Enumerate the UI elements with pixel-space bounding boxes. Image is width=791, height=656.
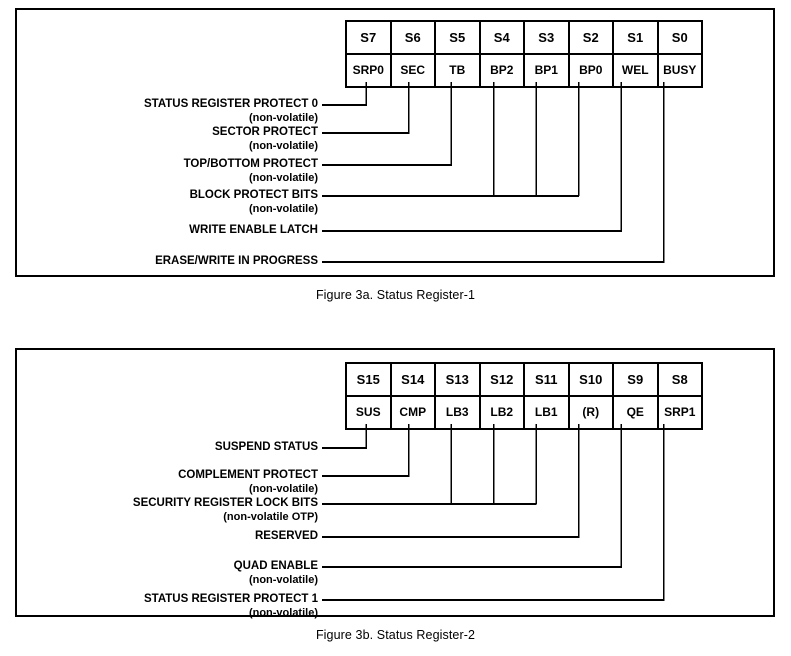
bit-number-row: S15 S14 S13 S12 S11 S10 S9 S8	[345, 362, 703, 397]
label-sub: (non-volatile)	[248, 573, 318, 586]
label-sub: (non-volatile)	[248, 171, 318, 184]
name-cell-bp2: BP2	[478, 53, 525, 88]
label-title: WRITE ENABLE LATCH	[189, 224, 318, 236]
figure-2-caption: Figure 3b. Status Register-2	[315, 628, 476, 642]
label-title: STATUS REGISTER PROTECT 0	[143, 98, 318, 110]
label-title: BLOCK PROTECT BITS	[189, 189, 318, 201]
name-cell-reserved: (R)	[567, 395, 614, 430]
label-title: ERASE/WRITE IN PROGRESS	[155, 255, 318, 267]
bit-cell-s15: S15	[345, 362, 392, 397]
name-cell-sec: SEC	[389, 53, 436, 88]
label-title: SECTOR PROTECT	[212, 126, 318, 138]
name-cell-lb2: LB2	[478, 395, 525, 430]
name-cell-wel: WEL	[612, 53, 659, 88]
label-sub: (non-volatile)	[248, 606, 318, 619]
label-sector-protect: SECTOR PROTECT (non-volatile)	[212, 126, 318, 153]
label-erase-write-in-progress: ERASE/WRITE IN PROGRESS	[155, 255, 318, 269]
name-cell-tb: TB	[434, 53, 481, 88]
bit-cell-s3: S3	[523, 20, 570, 55]
bit-cell-s6: S6	[389, 20, 436, 55]
label-block-protect-bits: BLOCK PROTECT BITS (non-volatile)	[190, 189, 318, 216]
bit-name-row: SRP0 SEC TB BP2 BP1 BP0 WEL BUSY	[345, 53, 703, 88]
bit-cell-s9: S9	[612, 362, 659, 397]
label-title: TOP/BOTTOM PROTECT	[183, 158, 318, 170]
name-cell-qe: QE	[612, 395, 659, 430]
label-title: STATUS REGISTER PROTECT 1	[143, 593, 318, 605]
label-sub: (non-volatile)	[248, 482, 318, 495]
bit-cell-s12: S12	[478, 362, 525, 397]
figure-1-caption: Figure 3a. Status Register-1	[315, 288, 476, 302]
status-register-2-table: S15 S14 S13 S12 S11 S10 S9 S8 SUS CMP LB…	[345, 362, 703, 430]
name-cell-lb3: LB3	[434, 395, 481, 430]
bit-cell-s7: S7	[345, 20, 392, 55]
label-security-register-lock-bits: SECURITY REGISTER LOCK BITS (non-volatil…	[133, 497, 318, 524]
label-sub: (non-volatile OTP)	[223, 510, 318, 523]
name-cell-busy: BUSY	[656, 53, 703, 88]
bit-cell-s11: S11	[523, 362, 570, 397]
name-cell-bp1: BP1	[523, 53, 570, 88]
label-reserved: RESERVED	[255, 530, 318, 544]
label-status-register-protect-0: STATUS REGISTER PROTECT 0 (non-volatile)	[144, 98, 318, 125]
bit-cell-s1: S1	[612, 20, 659, 55]
label-title: COMPLEMENT PROTECT	[178, 469, 318, 481]
bit-cell-s0: S0	[656, 20, 703, 55]
label-title: QUAD ENABLE	[233, 560, 318, 572]
label-write-enable-latch: WRITE ENABLE LATCH	[189, 224, 318, 238]
label-title: SECURITY REGISTER LOCK BITS	[132, 497, 318, 509]
label-quad-enable: QUAD ENABLE (non-volatile)	[234, 560, 318, 587]
bit-cell-s2: S2	[567, 20, 614, 55]
label-title: SUSPEND STATUS	[214, 441, 318, 453]
label-top-bottom-protect: TOP/BOTTOM PROTECT (non-volatile)	[184, 158, 318, 185]
label-status-register-protect-1: STATUS REGISTER PROTECT 1 (non-volatile)	[144, 593, 318, 620]
name-cell-lb1: LB1	[523, 395, 570, 430]
label-suspend-status: SUSPEND STATUS	[215, 441, 318, 455]
bit-cell-s8: S8	[656, 362, 703, 397]
bit-cell-s10: S10	[567, 362, 614, 397]
bit-name-row: SUS CMP LB3 LB2 LB1 (R) QE SRP1	[345, 395, 703, 430]
status-register-1-table: S7 S6 S5 S4 S3 S2 S1 S0 SRP0 SEC TB BP2 …	[345, 20, 703, 88]
bit-cell-s14: S14	[389, 362, 436, 397]
name-cell-sus: SUS	[345, 395, 392, 430]
label-sub: (non-volatile)	[248, 202, 318, 215]
label-title: RESERVED	[254, 530, 318, 542]
label-sub: (non-volatile)	[248, 139, 318, 152]
bit-number-row: S7 S6 S5 S4 S3 S2 S1 S0	[345, 20, 703, 55]
bit-cell-s4: S4	[478, 20, 525, 55]
name-cell-cmp: CMP	[389, 395, 436, 430]
bit-cell-s5: S5	[434, 20, 481, 55]
label-complement-protect: COMPLEMENT PROTECT (non-volatile)	[178, 469, 318, 496]
name-cell-srp0: SRP0	[345, 53, 392, 88]
name-cell-bp0: BP0	[567, 53, 614, 88]
bit-cell-s13: S13	[434, 362, 481, 397]
name-cell-srp1: SRP1	[656, 395, 703, 430]
label-sub: (non-volatile)	[248, 111, 318, 124]
